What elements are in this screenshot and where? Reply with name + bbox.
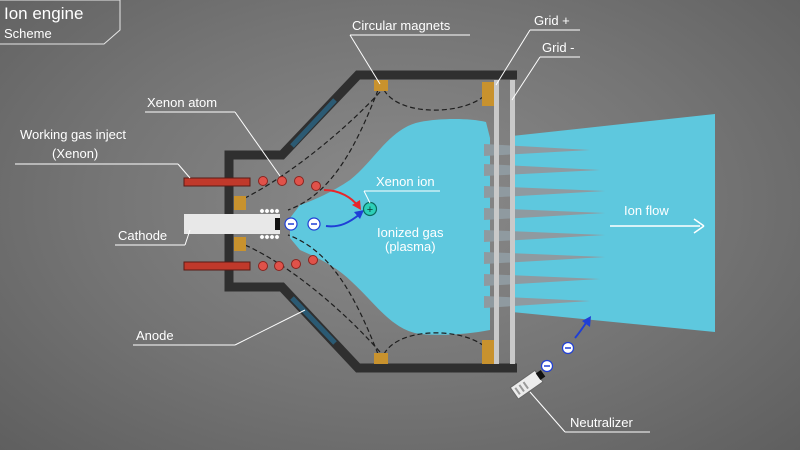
- title-box: Ion engine Scheme: [0, 0, 121, 45]
- neutralizer: [509, 369, 546, 400]
- plasma: [290, 119, 490, 335]
- cathode-emitted-electrons: [284, 217, 321, 231]
- cathode-tip: [275, 218, 280, 230]
- grid-plus-plate: [494, 80, 499, 364]
- label-ionized-gas-line2: (plasma): [385, 239, 436, 254]
- label-working-gas-line2: (Xenon): [52, 146, 98, 161]
- gas-pipe-top: [183, 177, 251, 187]
- ionization-arrow-head: [352, 200, 361, 210]
- magnet-cathode-top: [234, 196, 246, 210]
- label-xenon-ion: Xenon ion: [376, 174, 435, 189]
- xenon-ion: +: [362, 201, 378, 217]
- cathode-electrons: [259, 208, 280, 240]
- label-grid-plus: Grid +: [534, 13, 570, 28]
- ion-flow-arrow-head: [693, 218, 705, 234]
- circular-magnets: [234, 80, 494, 364]
- label-ion-flow: Ion flow: [624, 203, 669, 218]
- magnet-cathode-bottom: [234, 237, 246, 251]
- neutralizer-electrons: [540, 341, 575, 373]
- cathode: [184, 208, 280, 240]
- magnetic-field-lines: [244, 89, 489, 355]
- label-neutralizer: Neutralizer: [570, 415, 634, 430]
- magnet-bottom-left: [374, 353, 388, 364]
- cathode-body: [184, 214, 280, 234]
- anode-top: [290, 98, 337, 148]
- electron-arrow-head: [354, 210, 364, 219]
- label-grid-minus: Grid -: [542, 40, 575, 55]
- leader-lines: [15, 29, 650, 433]
- diagram-title: Ion engine: [4, 4, 83, 23]
- grid-minus-plate: [510, 80, 515, 364]
- gas-inject-pipes: [183, 177, 251, 271]
- anode-plates: [290, 98, 337, 345]
- label-working-gas-line1: Working gas inject: [20, 127, 126, 142]
- label-xenon-atom: Xenon atom: [147, 95, 217, 110]
- title-frame: [0, 0, 121, 45]
- gas-pipe-bottom: [183, 261, 251, 271]
- label-cathode: Cathode: [118, 228, 167, 243]
- xenon-atoms: [258, 176, 321, 271]
- magnet-top-right: [482, 82, 494, 106]
- anode-bottom: [290, 296, 337, 345]
- magnet-bottom-right: [482, 340, 494, 364]
- label-ionized-gas-line1: Ionized gas: [377, 225, 444, 240]
- magnet-top-left: [374, 80, 388, 91]
- ion-plus-sign: +: [367, 204, 373, 216]
- diagram-subtitle: Scheme: [4, 26, 52, 41]
- label-circular-magnets: Circular magnets: [352, 18, 451, 33]
- grids: [494, 80, 515, 364]
- label-anode: Anode: [136, 328, 174, 343]
- neutralizer-arrow-head: [582, 316, 591, 327]
